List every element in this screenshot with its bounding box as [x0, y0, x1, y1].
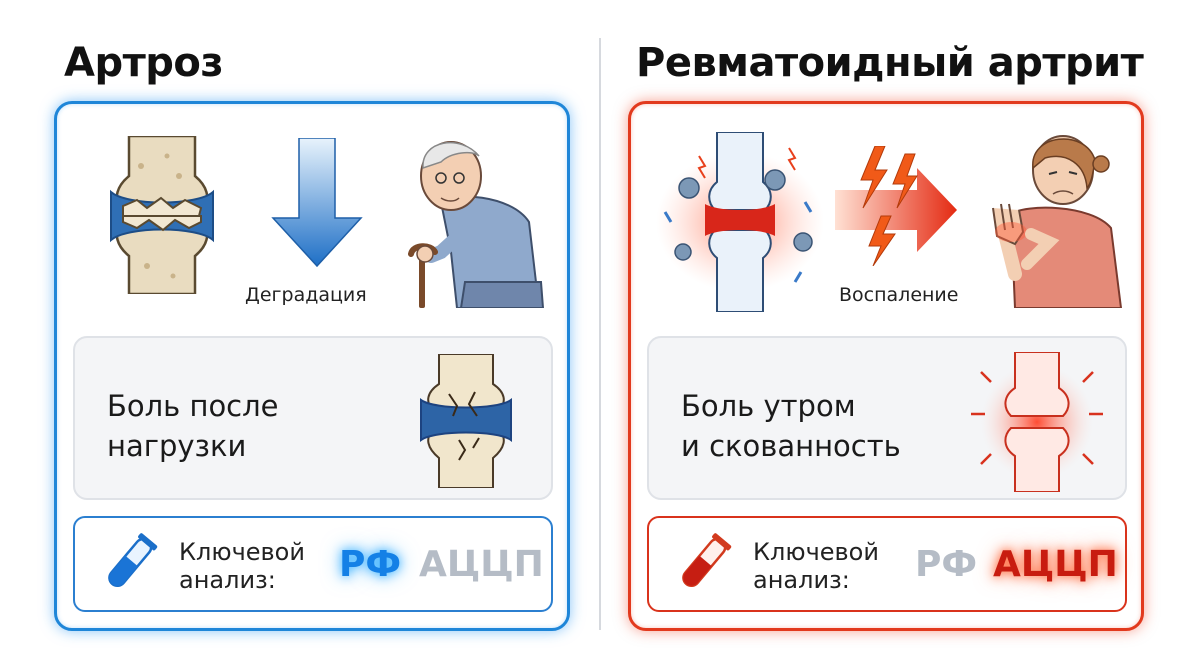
- key-test-line-1: Ключевой: [753, 538, 879, 566]
- test-tube-icon: [108, 533, 158, 588]
- key-test-line-1: Ключевой: [179, 538, 305, 566]
- title-rheumatoid-arthritis: Ревматоидный артрит: [636, 40, 1144, 86]
- symptom-text: Боль утром и скованность: [681, 386, 901, 466]
- symptom-text: Боль после нагрузки: [107, 386, 279, 466]
- marker-rf: РФ: [915, 544, 978, 585]
- key-test-line-2: анализ:: [753, 566, 850, 594]
- marker-accp: АЦЦП: [419, 544, 544, 585]
- marker-accp: АЦЦП: [993, 544, 1118, 585]
- symptom-line-2: нагрузки: [107, 429, 247, 463]
- swollen-joint-icon: [971, 352, 1103, 492]
- symptom-line-1: Боль утром: [681, 389, 856, 423]
- degradation-caption: Деградация: [245, 284, 367, 306]
- osteoarthritis-card: Деградация Боль после нагрузки: [54, 101, 570, 631]
- elderly-person-icon: [408, 141, 545, 308]
- key-test-label: Ключевой анализ:: [179, 538, 305, 594]
- key-test-line-2: анализ:: [179, 566, 276, 594]
- rheumatoid-arthritis-card: Воспаление Боль утром и скованность: [628, 101, 1144, 631]
- inflammation-caption: Воспаление: [839, 284, 959, 306]
- symptom-line-2: и скованность: [681, 429, 901, 463]
- symptom-line-1: Боль после: [107, 389, 279, 423]
- key-test-label: Ключевой анализ:: [753, 538, 879, 594]
- marker-rf: РФ: [339, 544, 402, 585]
- inflamed-joint-icon: [656, 132, 824, 312]
- degraded-joint-icon: [110, 136, 214, 294]
- symptom-card: Боль после нагрузки: [73, 336, 553, 500]
- woman-hand-pain-icon: [992, 135, 1123, 308]
- test-tube-icon: [682, 533, 732, 588]
- key-test-card: Ключевой анализ: РФ АЦЦП: [73, 516, 553, 612]
- title-osteoarthritis: Артроз: [64, 40, 224, 86]
- symptom-card: Боль утром и скованность: [647, 336, 1127, 500]
- center-divider: [599, 38, 601, 630]
- arrow-down-icon: [271, 138, 363, 268]
- key-test-card: Ключевой анализ: РФ АЦЦП: [647, 516, 1127, 612]
- inflammation-arrow-icon: [835, 146, 957, 266]
- cracked-joint-icon: [420, 354, 512, 488]
